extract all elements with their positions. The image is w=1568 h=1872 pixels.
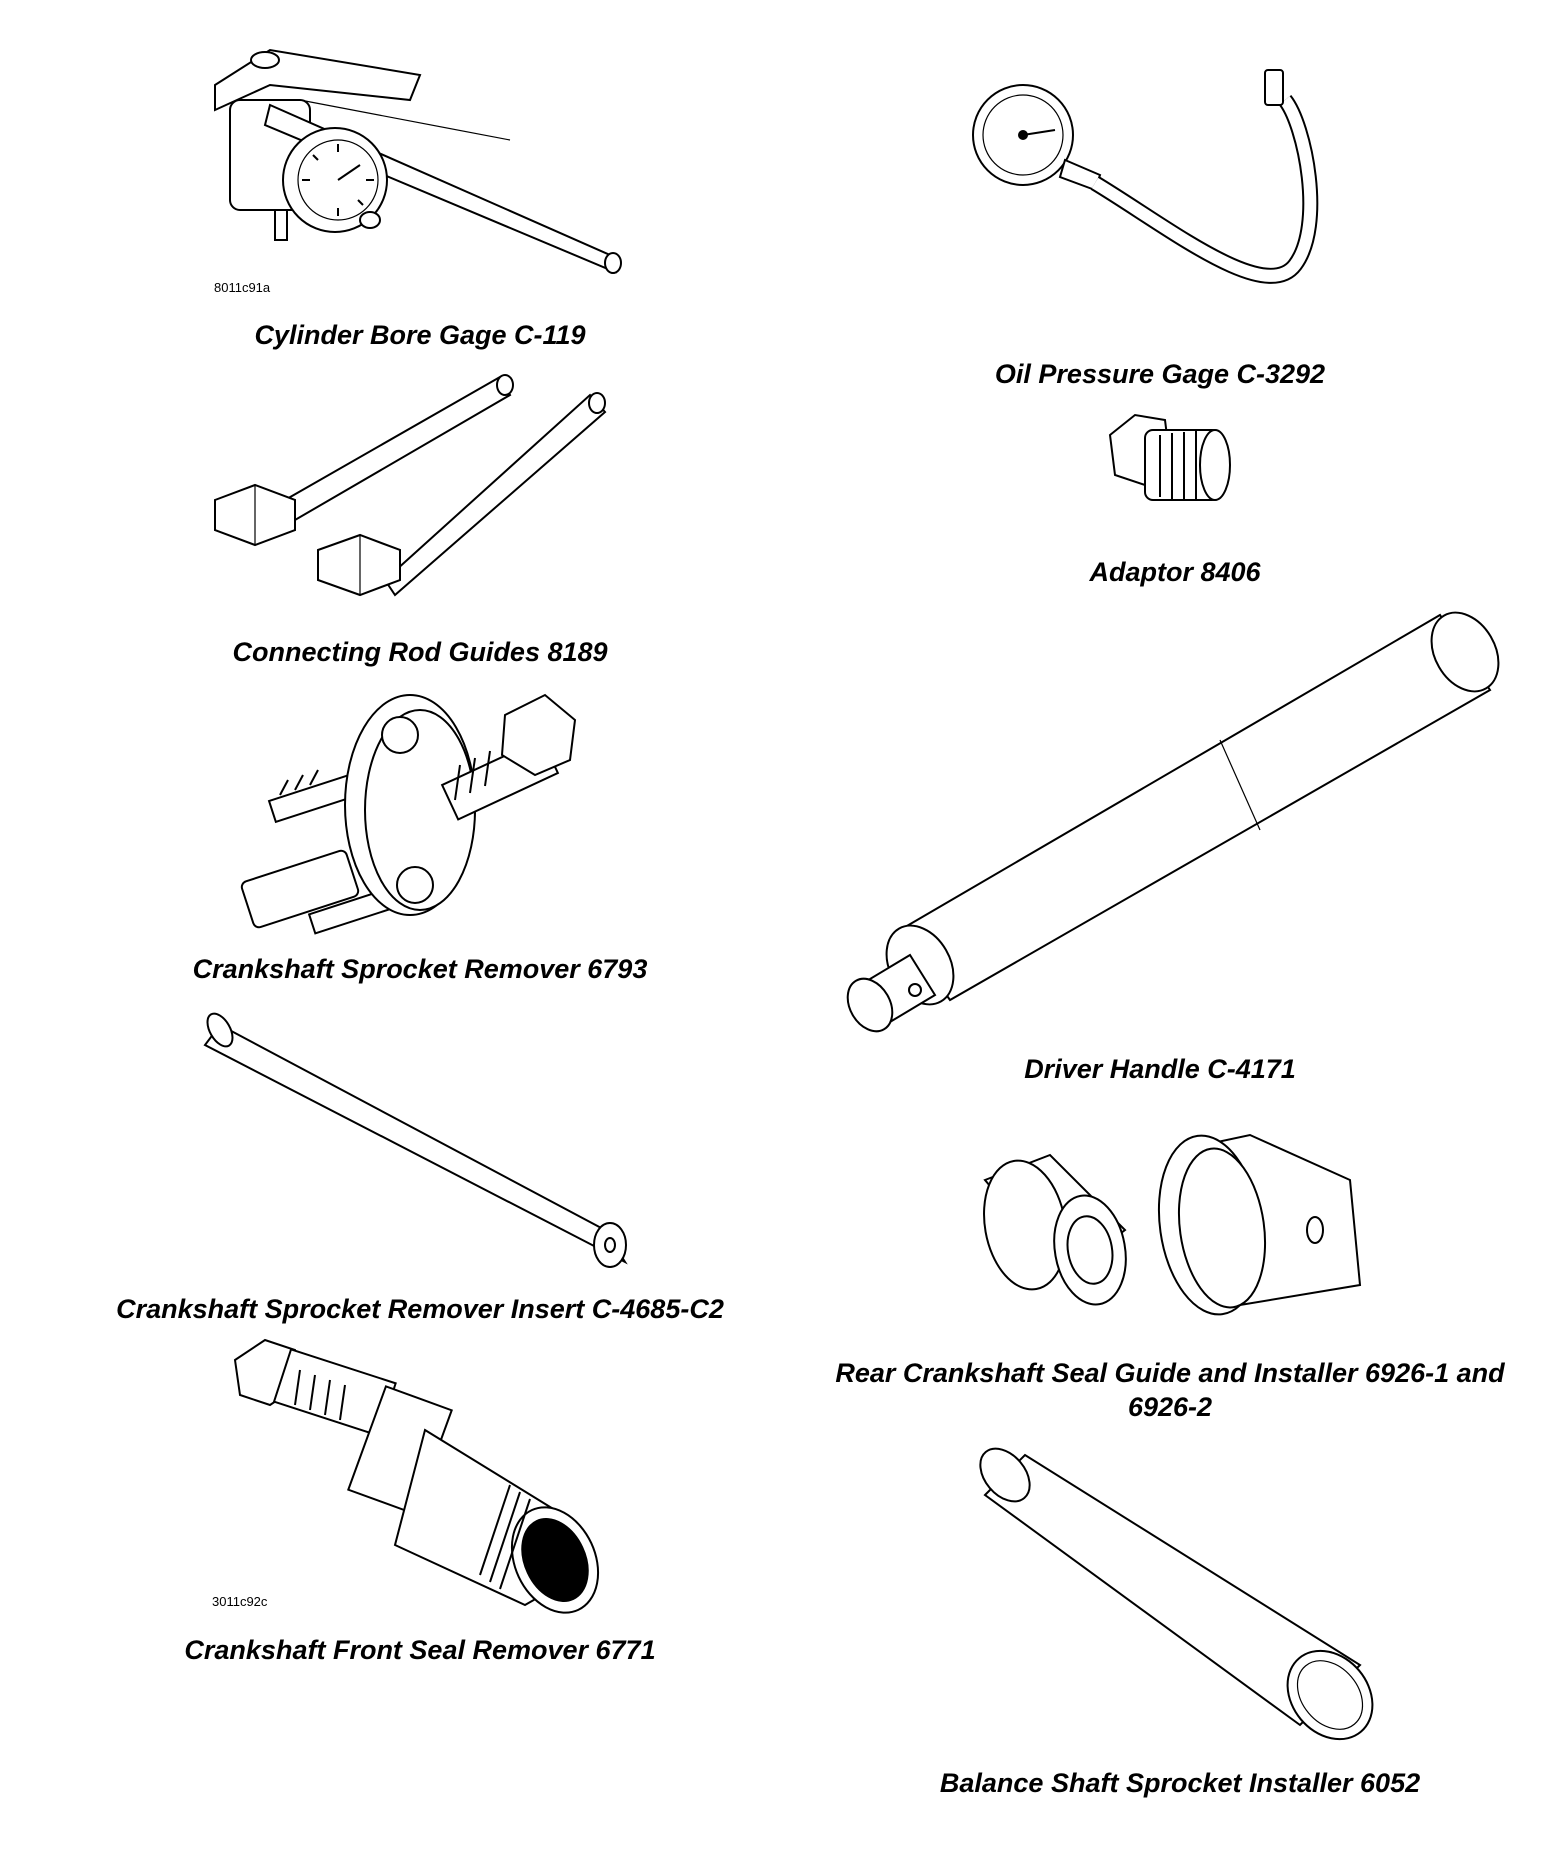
caption-crankshaft-sprocket-remover-insert: Crankshaft Sprocket Remover Insert C-468… — [116, 1294, 724, 1324]
caption-driver-handle: Driver Handle C-4171 — [1024, 1054, 1296, 1084]
driver-handle-illustration — [846, 611, 1500, 1033]
crankshaft-sprocket-remover-insert-illustration — [203, 1012, 628, 1268]
caption-rear-crankshaft-seal-guide-line1: Rear Crankshaft Seal Guide and Installer… — [835, 1358, 1505, 1388]
cylinder-bore-gage-illustration — [214, 48, 622, 274]
oil-pressure-gage-illustration — [972, 69, 1319, 284]
balance-shaft-sprocket-installer-illustration — [979, 1447, 1374, 1741]
caption-rear-crankshaft-seal-guide-line2: 6926-2 — [1127, 1392, 1213, 1422]
caption-balance-shaft-sprocket-installer: Balance Shaft Sprocket Installer 6052 — [939, 1768, 1421, 1798]
caption-oil-pressure-gage: Oil Pressure Gage C-3292 — [994, 359, 1326, 389]
adaptor-illustration — [1108, 413, 1231, 501]
caption-cylinder-bore-gage: Cylinder Bore Gage C-119 — [254, 320, 586, 350]
rear-crankshaft-seal-guide-illustration — [983, 1133, 1362, 1316]
caption-crankshaft-sprocket-remover: Crankshaft Sprocket Remover 6793 — [192, 954, 648, 984]
caption-adaptor: Adaptor 8406 — [1089, 557, 1261, 587]
crankshaft-front-seal-remover-illustration — [233, 1338, 600, 1614]
caption-crankshaft-front-seal-remover: Crankshaft Front Seal Remover 6771 — [184, 1635, 656, 1665]
connecting-rod-guides-illustration — [214, 374, 607, 597]
figure-code: 3011c92c — [212, 1594, 268, 1609]
crankshaft-sprocket-remover-illustration — [240, 693, 577, 935]
caption-connecting-rod-guides: Connecting Rod Guides 8189 — [232, 637, 608, 667]
figure-code: 8011c91a — [214, 280, 271, 295]
